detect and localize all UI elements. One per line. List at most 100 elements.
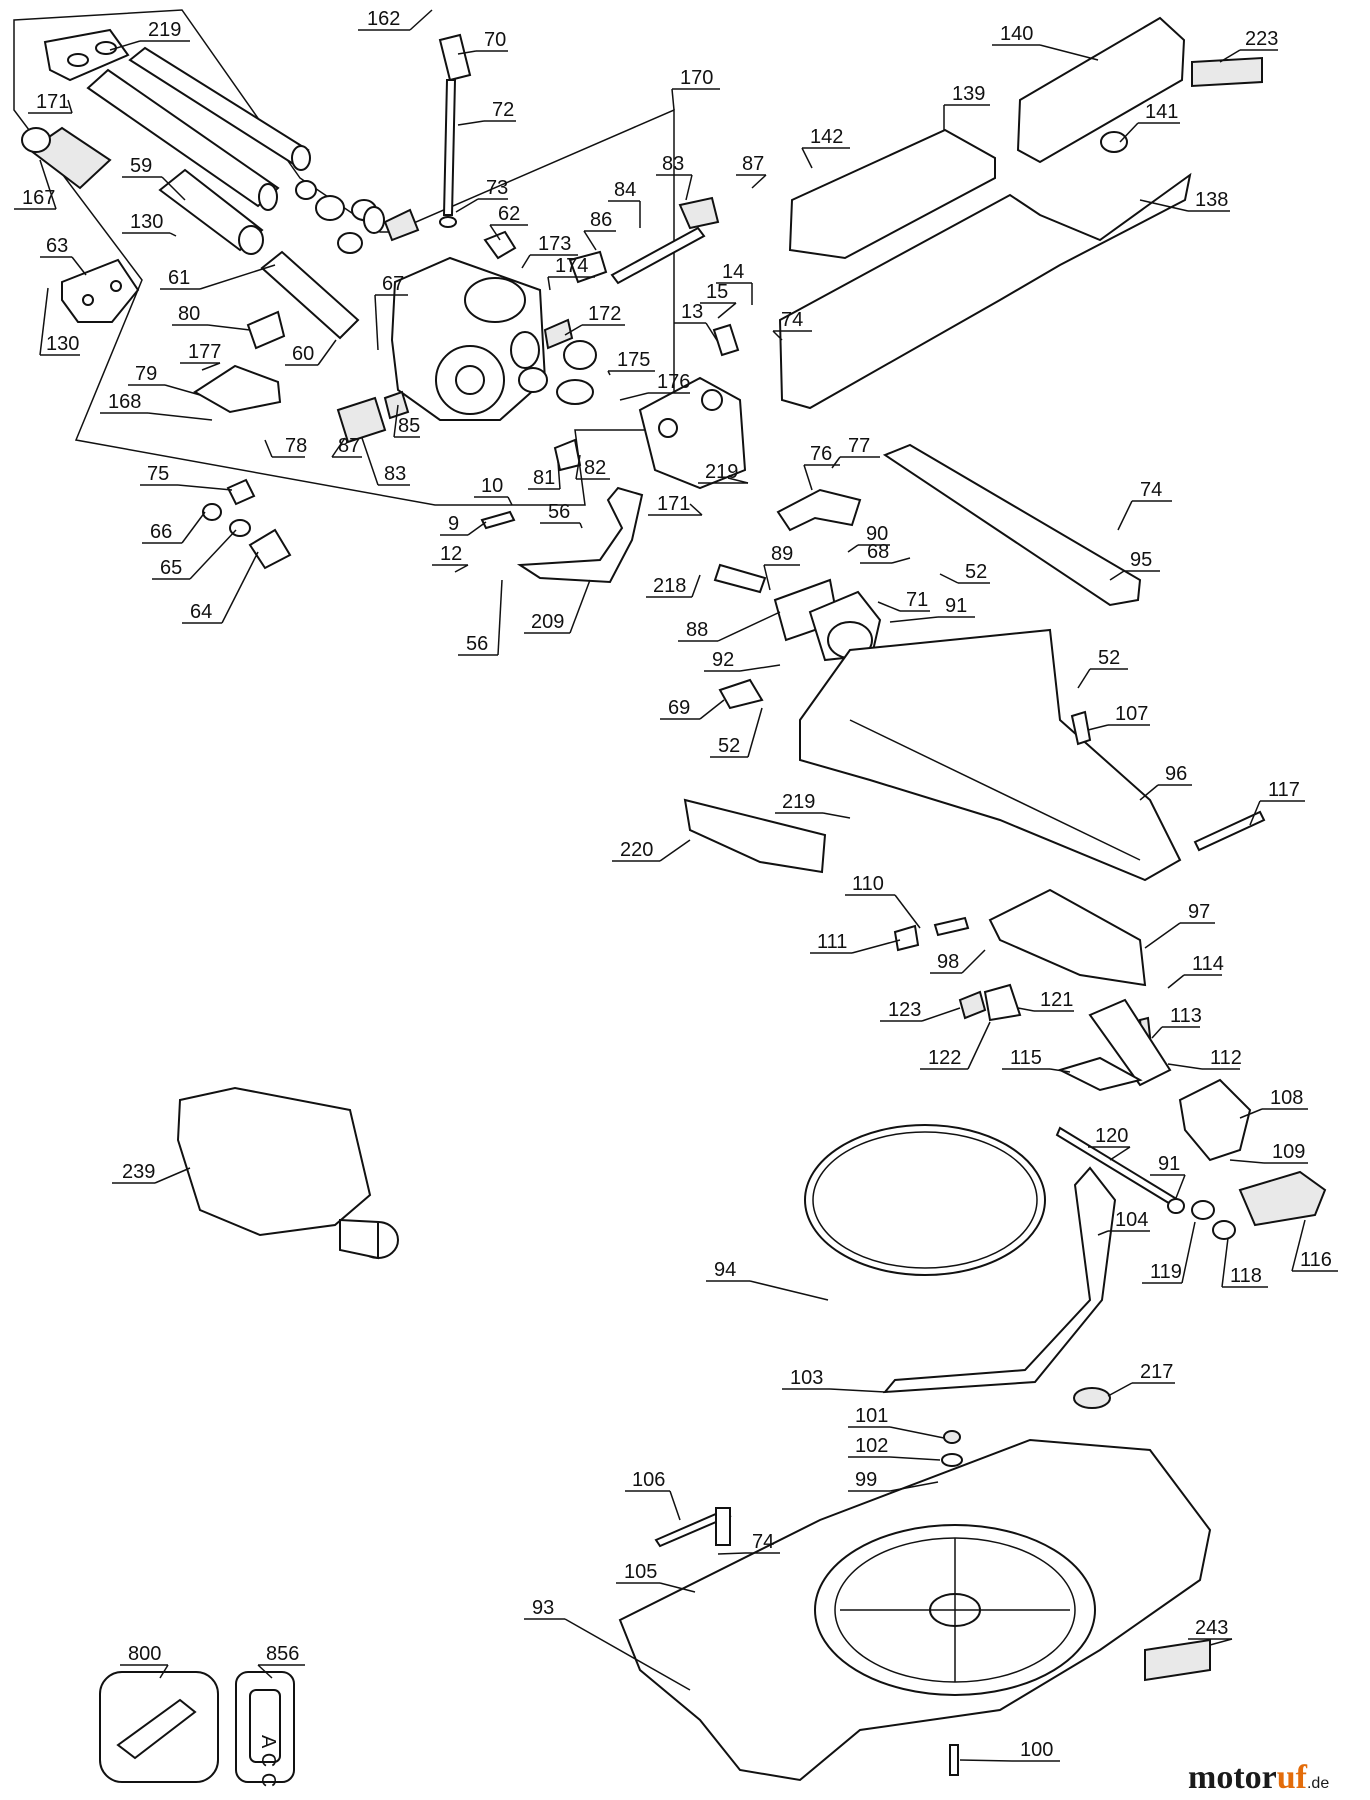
fence-140 (1016, 16, 1186, 164)
callout-leader (457, 120, 485, 126)
part-number-label: 223 (1245, 28, 1278, 50)
part-number-label: 91 (945, 595, 967, 617)
callout-leader (1167, 1063, 1203, 1070)
watermark: motoruf.de (1188, 1759, 1329, 1796)
clamp-86 (568, 250, 608, 284)
part-number-label: 139 (952, 83, 985, 105)
callout-66: 66 (142, 511, 206, 544)
callout-leader (393, 404, 399, 438)
callout-leader (961, 949, 986, 974)
lever-83b (678, 196, 720, 230)
part-number-label: 12 (440, 543, 462, 565)
callout-96: 96 (1139, 763, 1192, 801)
callout-61: 61 (160, 264, 276, 290)
callout-leader (1087, 724, 1109, 731)
base-93 (618, 1438, 1212, 1782)
callout-leader (264, 439, 273, 458)
callout-89: 89 (763, 543, 800, 591)
callout-78: 78 (264, 435, 307, 458)
bracket-121 (983, 983, 1022, 1022)
callout-leader (1144, 922, 1181, 949)
knob-116 (1238, 1170, 1327, 1227)
arm-209 (516, 486, 644, 584)
callout-209: 209 (524, 579, 591, 634)
part-number-label: 219 (705, 461, 738, 483)
part-number-label: 219 (148, 19, 181, 41)
callout-217: 217 (1107, 1361, 1175, 1397)
callout-800: 800 (120, 1643, 169, 1679)
part-number-label: 74 (1140, 479, 1162, 501)
part-number-label: 104 (1115, 1209, 1148, 1231)
callout-9: 9 (440, 513, 487, 536)
callout-87b: 87 (736, 153, 767, 189)
disc-217 (1073, 1387, 1111, 1409)
callout-leader (457, 50, 477, 55)
callout-139: 139 (943, 83, 990, 130)
callout-85: 85 (393, 404, 420, 438)
callout-leader (717, 611, 781, 642)
callout-leader (1221, 1237, 1229, 1288)
callout-69: 69 (660, 697, 725, 720)
callout-62: 62 (489, 203, 528, 241)
dust-port-167 (21, 126, 112, 190)
callout-173: 173 (521, 233, 578, 269)
clip-111 (893, 924, 920, 952)
part-number-label: 119 (1150, 1261, 1182, 1283)
tube-59 (158, 168, 264, 255)
callout-leader (467, 521, 487, 536)
callout-92: 92 (704, 649, 781, 672)
part-number-label: 107 (1115, 703, 1148, 725)
part-number-label: 239 (122, 1161, 155, 1183)
callout-123: 123 (880, 999, 961, 1022)
part-number-label: 99 (855, 1469, 877, 1491)
part-number-label: 100 (1020, 1739, 1053, 1761)
callout-243: 243 (1188, 1617, 1233, 1646)
clip-13 (712, 323, 740, 357)
part-number-label: 80 (178, 303, 200, 325)
part-number-label: 130 (46, 333, 79, 355)
callout-leader (455, 198, 479, 213)
callout-116: 116 (1291, 1219, 1338, 1272)
callout-leader (717, 302, 737, 319)
part-number-label: 140 (1000, 23, 1033, 45)
callout-leader (889, 616, 939, 623)
part-number-label: 97 (1188, 901, 1210, 923)
callout-80: 80 (172, 303, 251, 331)
accessory-box-800 (99, 1671, 219, 1783)
motor-housing (390, 256, 547, 421)
callout-leader (207, 324, 251, 331)
part-number-label: 174 (555, 255, 588, 277)
callout-leader (1109, 1146, 1131, 1161)
callout-91a: 91 (889, 595, 975, 623)
callout-leader (1097, 1230, 1109, 1236)
part-number-label: 13 (681, 301, 703, 323)
callout-171a: 171 (28, 91, 73, 114)
part-number-label: 217 (1140, 1361, 1173, 1383)
callout-140: 140 (992, 23, 1099, 61)
callout-leader (521, 254, 531, 269)
part-number-label: 71 (906, 589, 928, 611)
part-number-label: 61 (168, 267, 190, 289)
callout-120: 120 (1088, 1125, 1131, 1161)
part-number-label: 92 (712, 649, 734, 671)
callout-118: 118 (1221, 1237, 1268, 1288)
callout-leader (489, 224, 501, 241)
callout-13: 13 (674, 301, 719, 343)
fence-base-138 (778, 172, 1192, 410)
callout-leader (331, 437, 346, 458)
part-number-label: 96 (1165, 763, 1187, 785)
part-number-label: 93 (532, 1597, 554, 1619)
callout-leader (507, 496, 513, 506)
callout-leader (564, 324, 583, 336)
part-number-label: 105 (624, 1561, 657, 1583)
callout-119: 119 (1142, 1221, 1196, 1284)
callout-leader (575, 454, 581, 480)
callout-leader (1239, 1108, 1263, 1119)
callout-219c: 219 (775, 791, 851, 819)
bolt-100 (949, 1744, 959, 1776)
part-number-label: 87 (742, 153, 764, 175)
part-number-label: 120 (1095, 1125, 1128, 1147)
fence-139 (788, 128, 996, 260)
callout-leader (147, 412, 213, 421)
callout-leader (607, 370, 611, 376)
